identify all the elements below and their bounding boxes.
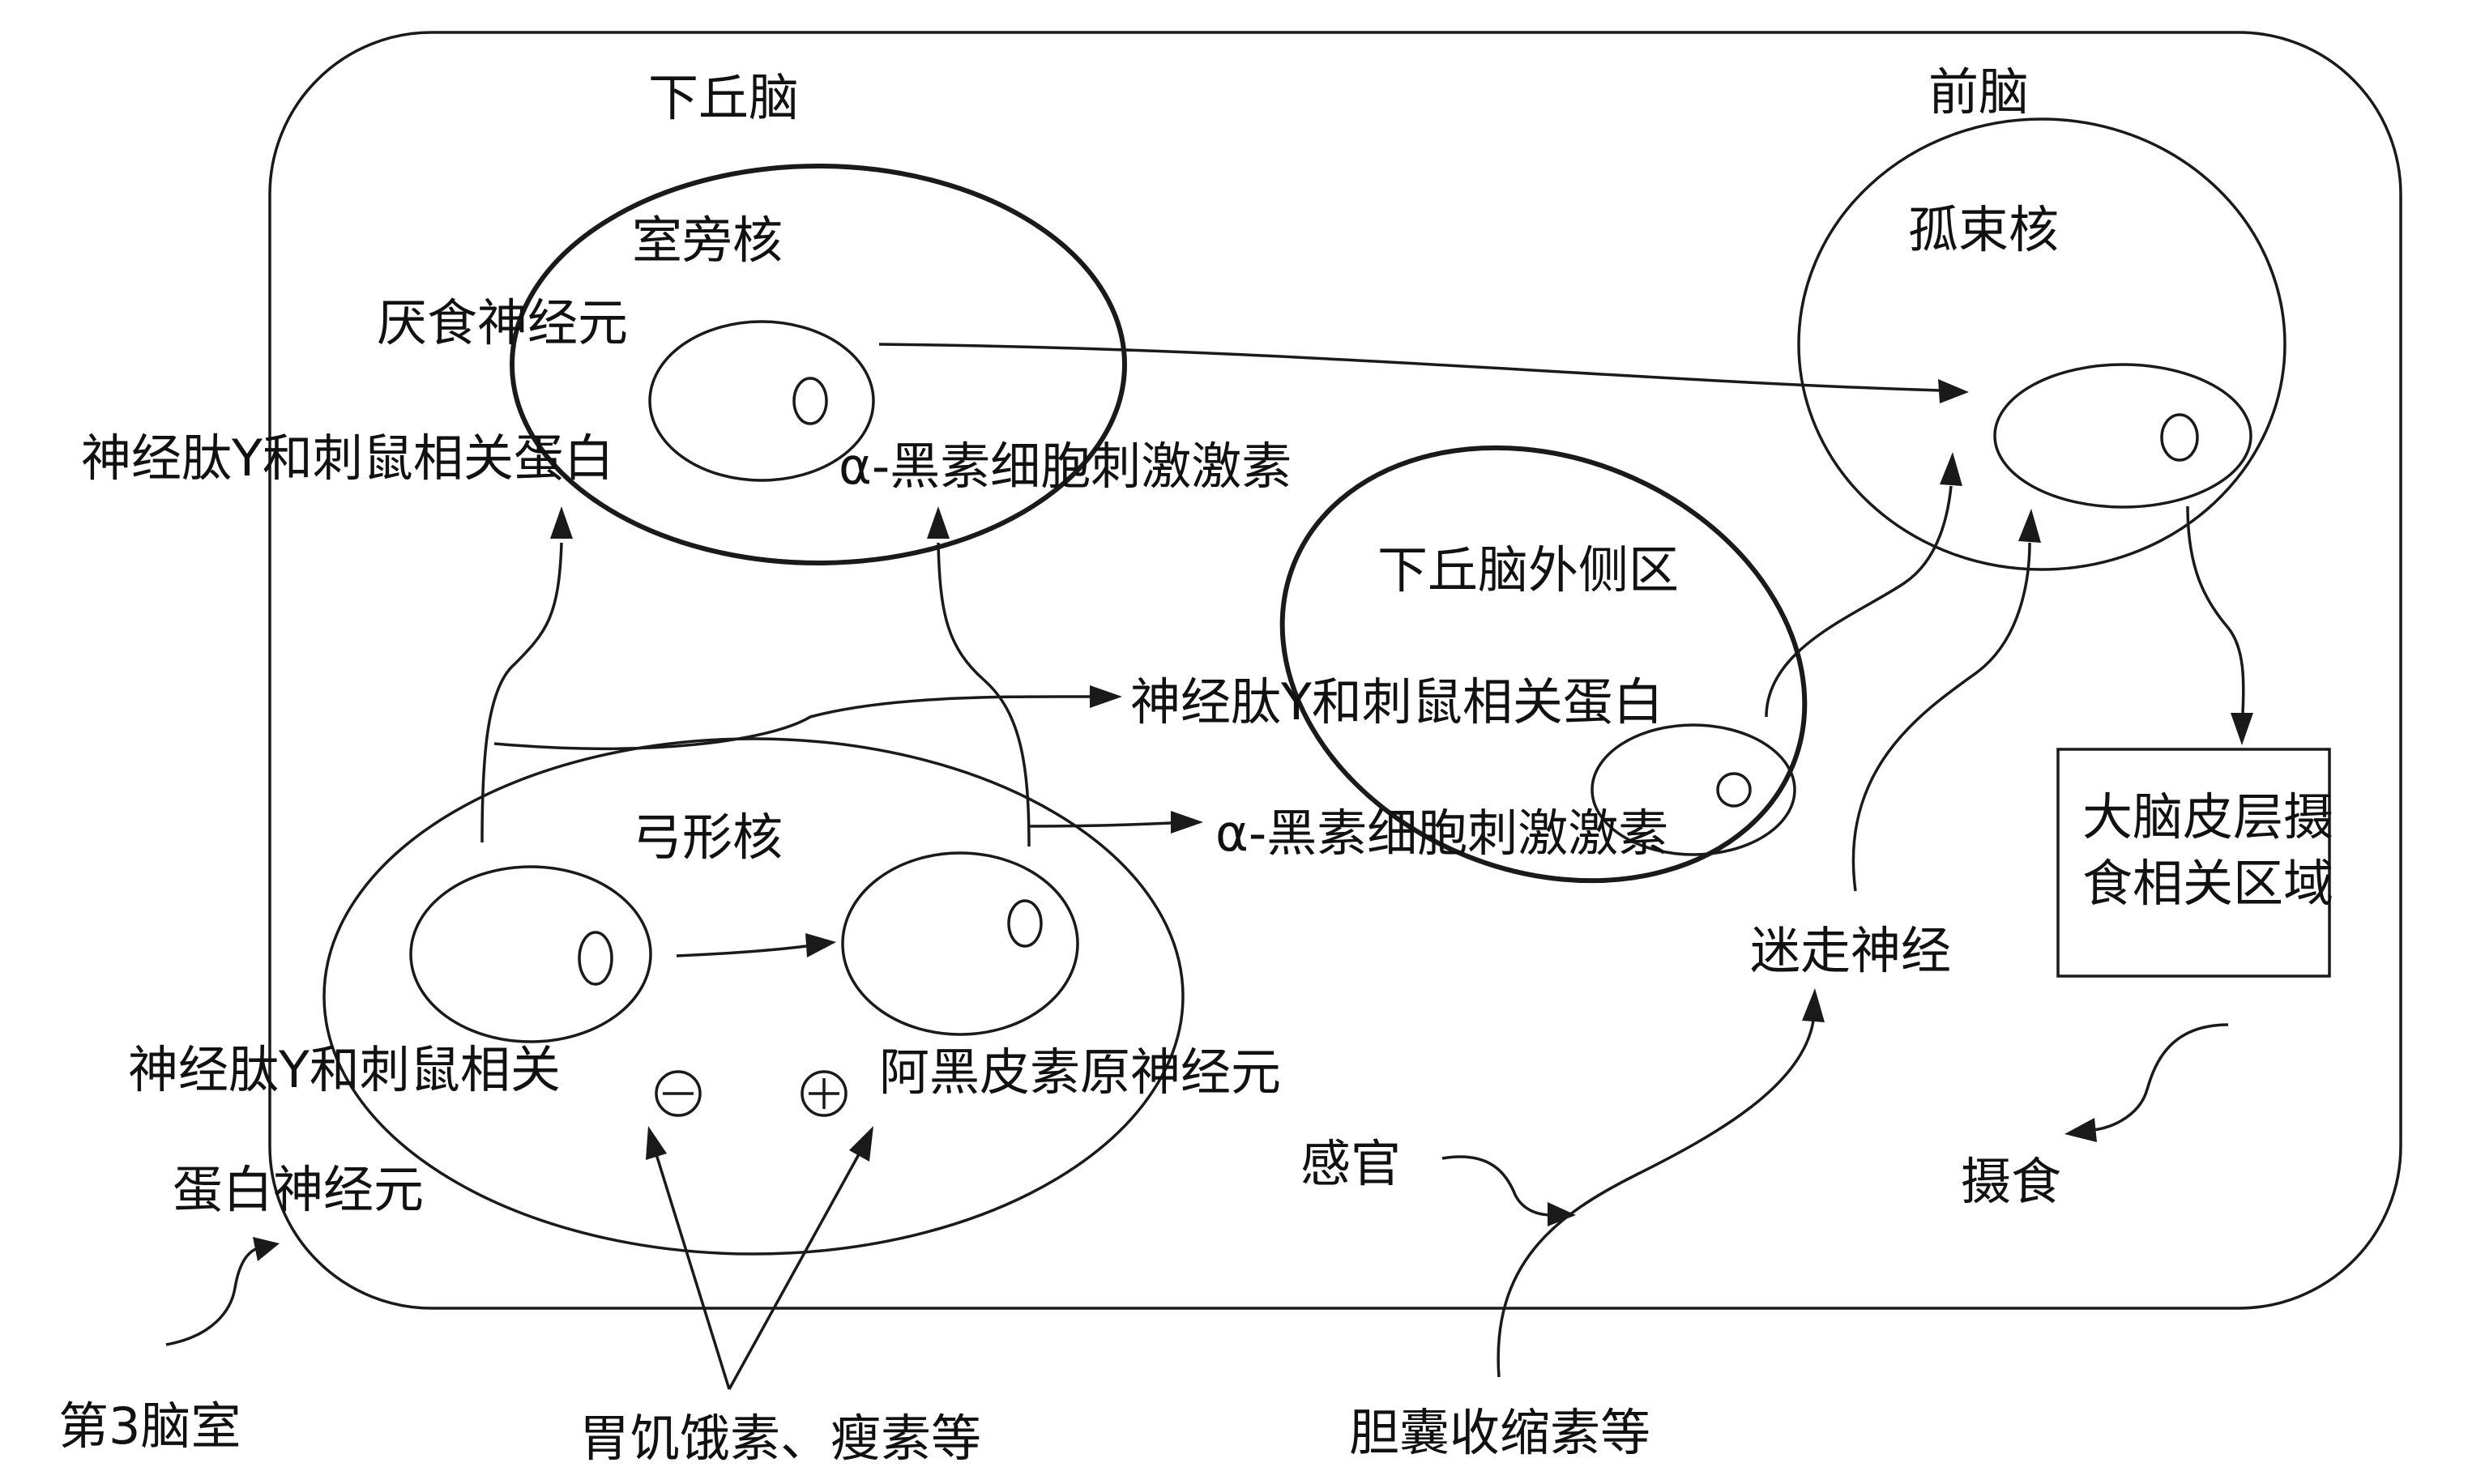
arrowhead-pomc-to-pvn bbox=[927, 506, 950, 539]
arrow-pomc-to-pvn bbox=[937, 542, 1031, 847]
arrowhead-third-ventricle bbox=[253, 1237, 280, 1261]
arrow-cortex-to-feeding bbox=[2090, 1023, 2229, 1132]
arrow-cck-to-vagus bbox=[1497, 1020, 1815, 1378]
anorexigenic-neuron-body bbox=[648, 320, 875, 482]
nucleus-tractus-solitarius-label: 孤束核 bbox=[1908, 200, 2059, 259]
arrow-third-ventricle bbox=[165, 1246, 260, 1346]
nucleus-tractus-solitarius: 孤束核 bbox=[1797, 117, 2286, 571]
third-ventricle-label: 第3脑室 bbox=[58, 1397, 241, 1456]
npy-agrp-middle-label: 神经肽Y和刺鼠相关蛋白 bbox=[1130, 672, 1663, 731]
hypothalamus-label: 下丘脑 bbox=[648, 68, 799, 127]
alpha-msh-top-label: α-黑素细胞刺激激素 bbox=[839, 437, 1292, 496]
inhibit-sign bbox=[655, 1070, 702, 1117]
pomc-neuron-nucleus bbox=[1007, 899, 1043, 948]
lateral-hypothalamic-area: 下丘脑外侧区 bbox=[1279, 445, 1808, 884]
arrowhead-hormones-to-minus bbox=[646, 1126, 667, 1160]
arrow-pomc-to-lha bbox=[1028, 821, 1172, 828]
arrow-pvn-to-nts bbox=[878, 343, 1941, 392]
pomc-neuron-label: 阿黑皮素原神经元 bbox=[879, 1043, 1281, 1102]
alpha-msh-middle-label: α-黑素细胞刺激激素 bbox=[1215, 804, 1668, 863]
arrowhead-senses-to-join bbox=[1548, 1202, 1576, 1226]
lateral-hypothalamic-area-label: 下丘脑外侧区 bbox=[1377, 540, 1679, 599]
pomc-neuron-body bbox=[841, 851, 1079, 1036]
npy-agrp-neuron-nucleus bbox=[578, 931, 613, 986]
arrowhead-vagus-to-nts bbox=[2018, 509, 2041, 543]
arrow-vagus-to-nts bbox=[1851, 542, 2031, 892]
arrowhead-nts-to-cortex bbox=[2231, 713, 2253, 745]
paraventricular-nucleus: 室旁核 bbox=[510, 164, 1127, 565]
arrowhead-pomc-to-lha bbox=[1171, 811, 1203, 834]
npy-agrp-neuron-label-line2: 蛋白神经元 bbox=[173, 1160, 424, 1219]
lha-neuron-nucleus bbox=[1716, 772, 1752, 808]
arrowhead-npy-to-pvn bbox=[550, 506, 573, 539]
arrowhead-npy-to-lha bbox=[1090, 685, 1122, 708]
arrowhead-pvn-to-nts bbox=[1938, 379, 1969, 403]
npy-agrp-neuron-body bbox=[409, 865, 652, 1043]
npy-agrp-neuron-label-line1: 神经肽Y和刺鼠相关 bbox=[128, 1040, 561, 1099]
arrowhead-hormones-to-plus bbox=[849, 1126, 873, 1162]
arrow-npy-to-pvn bbox=[480, 542, 563, 843]
cortex-feeding-area: 大脑皮层摄 食相关区域 bbox=[2056, 748, 2333, 978]
cortex-label-line2: 食相关区域 bbox=[2082, 854, 2333, 913]
stimulate-sign bbox=[801, 1070, 848, 1117]
brain-boundary bbox=[268, 31, 2402, 1310]
cortex-label-line1: 大脑皮层摄 bbox=[2082, 787, 2333, 846]
arrowhead-cck-to-vagus bbox=[1802, 988, 1825, 1022]
senses-label: 感官 bbox=[1300, 1134, 1401, 1193]
arrowhead-npy-to-pomc bbox=[805, 933, 836, 957]
anorexigenic-neuron-nucleus bbox=[792, 377, 828, 425]
vagus-nerve-label: 迷走神经 bbox=[1750, 921, 1951, 980]
lha-neuron-body bbox=[1590, 723, 1796, 856]
ghrelin-leptin-label: 胃饥饿素、瘦素等 bbox=[579, 1409, 981, 1468]
feeding-label: 摄食 bbox=[1961, 1152, 2061, 1211]
arcuate-nucleus: 弓形核 bbox=[322, 737, 1185, 1256]
forebrain-label: 前脑 bbox=[1928, 62, 2029, 122]
arrow-npy-to-lha bbox=[493, 695, 1091, 750]
arrow-hormones-to-minus bbox=[655, 1154, 731, 1390]
arrowhead-lha-to-nts bbox=[1940, 452, 1962, 486]
arcuate-nucleus-label: 弓形核 bbox=[632, 808, 783, 867]
arrow-senses-to-join bbox=[1441, 1155, 1552, 1217]
cck-label: 胆囊收缩素等 bbox=[1349, 1403, 1650, 1462]
nts-neuron-body bbox=[1993, 363, 2252, 509]
arrow-nts-to-cortex bbox=[2186, 505, 2245, 714]
npy-agrp-left-label: 神经肽Y和刺鼠相关蛋白 bbox=[81, 429, 614, 488]
arrowhead-cortex-to-feeding bbox=[2064, 1118, 2097, 1142]
arrow-hormones-to-plus bbox=[728, 1154, 860, 1390]
arrow-lha-to-nts bbox=[1765, 485, 1953, 718]
paraventricular-nucleus-label: 室旁核 bbox=[632, 211, 783, 270]
arrow-npy-to-pomc bbox=[676, 945, 807, 957]
anorexigenic-neuron-label: 厌食神经元 bbox=[377, 293, 628, 352]
nts-neuron-nucleus bbox=[2160, 413, 2199, 462]
